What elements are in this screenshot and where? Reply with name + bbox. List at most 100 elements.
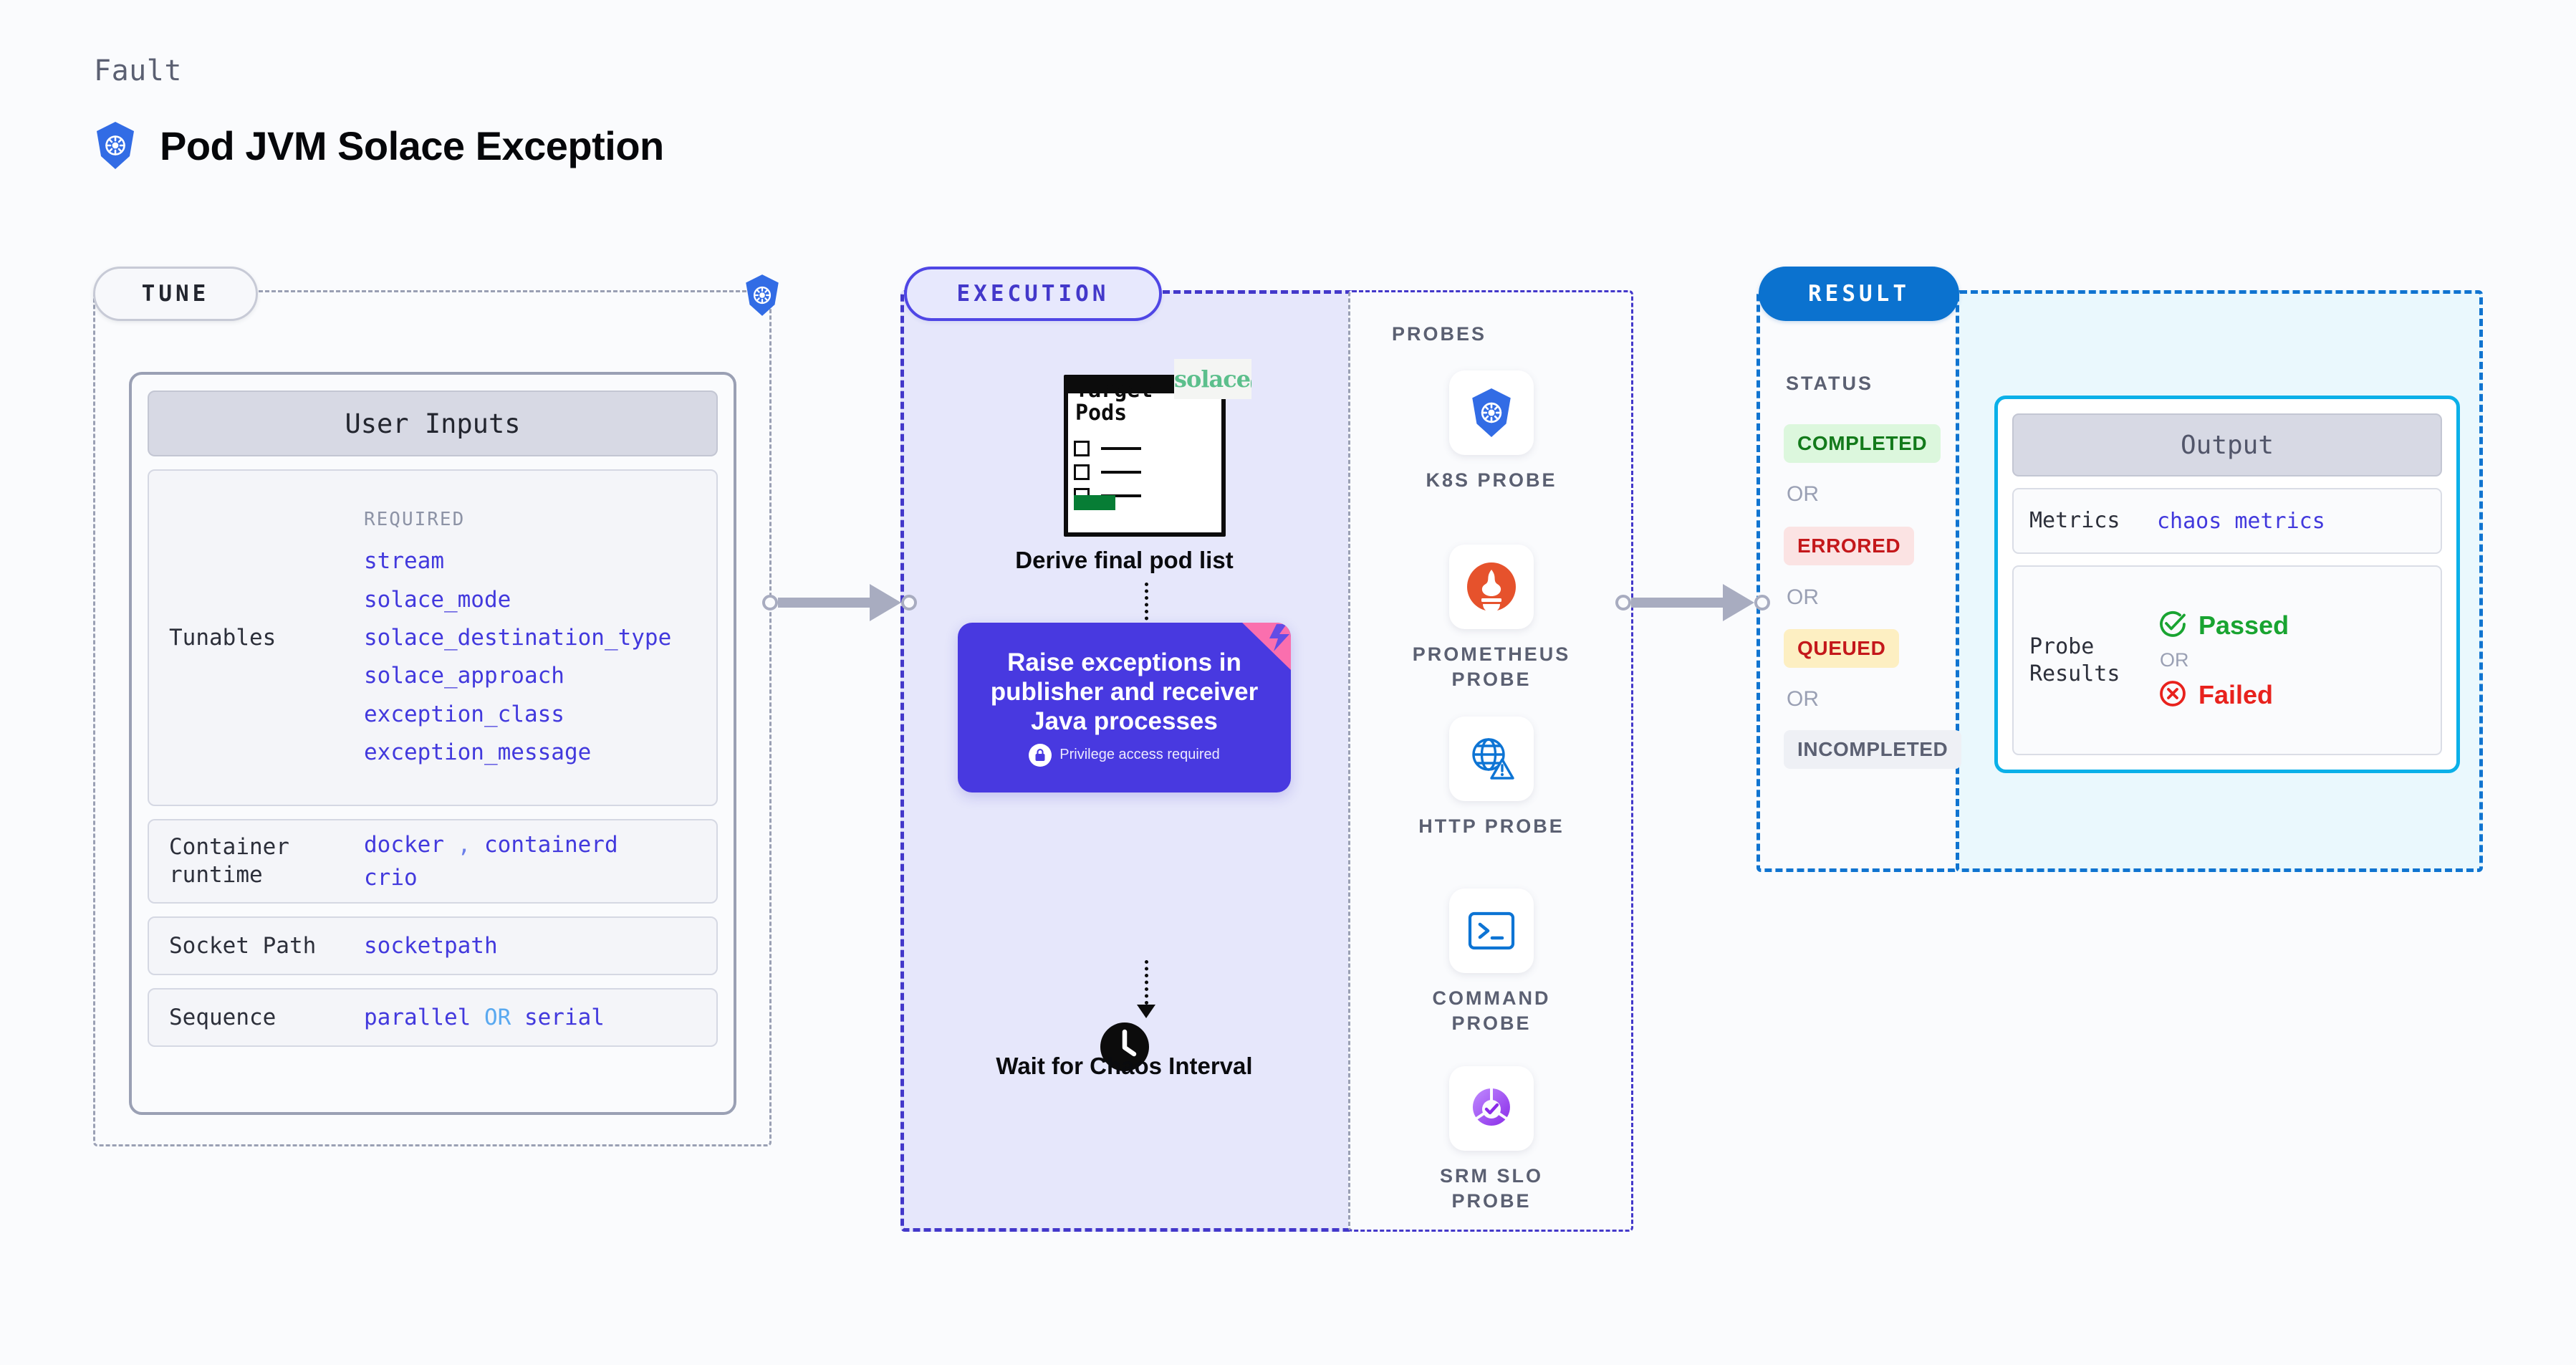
probe-label: K8S PROBE [1426,469,1557,491]
probe-http[interactable]: HTTP PROBE [1407,717,1576,839]
socket-path-row: Socket Path socketpath [148,916,718,975]
action-card[interactable]: Raise exceptions in publisher and receiv… [958,623,1291,792]
list-item [1074,464,1141,480]
runtime-value[interactable]: crio [364,865,418,891]
tunable-value[interactable]: exception_message [364,739,592,765]
connector-bar [778,598,871,608]
tune-region [93,290,772,1146]
sequence-row: Sequence parallel OR serial [148,988,718,1047]
runtime-value[interactable]: docker [364,831,444,858]
user-inputs-card: User Inputs Tunables REQUIRED stream sol… [129,372,736,1115]
connector-node-end [901,595,917,610]
privilege-note-text: Privilege access required [1059,747,1220,763]
result-section-label[interactable]: RESULT [1759,267,1959,321]
probe-results-label: Probe Results [2029,634,2120,686]
lock-icon [1029,743,1052,767]
execution-section-label[interactable]: EXECUTION [904,267,1162,321]
status-badge-errored: ERRORED [1784,527,1915,565]
tunable-value[interactable]: exception_class [364,701,564,727]
sequence-label: Sequence [169,1004,277,1030]
status-label: STATUS [1786,373,1873,394]
sequence-separator: OR [484,1004,511,1030]
socket-path-value[interactable]: socketpath [364,932,498,959]
probe-label: HTTP PROBE [1418,815,1565,837]
probe-results-values: Passed OR Failed [2157,608,2289,712]
connector-tune-to-execution [762,584,917,621]
connector-node-start [762,595,778,610]
terminal-icon [1449,889,1534,973]
status-or-3: OR [1787,687,1819,711]
failed-label: Failed [2198,680,2274,709]
probe-srm-slo[interactable]: SRM SLO PROBE [1407,1066,1576,1213]
probe-results-or: OR [2160,649,2189,671]
kubernetes-icon [1449,370,1534,455]
probe-command[interactable]: COMMAND PROBE [1407,889,1576,1035]
user-inputs-card-title: User Inputs [148,391,718,456]
probe-label: PROMETHEUS PROBE [1412,643,1571,690]
target-pods-highlight [1074,495,1115,510]
page-header: Pod JVM Solace Exception [92,120,664,171]
chaos-ribbon-icon [1242,623,1291,671]
tunable-value[interactable]: solace_mode [364,586,511,613]
connector-bar [1631,598,1724,608]
probe-label: COMMAND PROBE [1432,987,1551,1034]
tunables-values: REQUIRED stream solace_mode solace_desti… [364,504,716,772]
probes-label: PROBES [1392,323,1487,345]
status-badge-completed: COMPLETED [1784,424,1941,463]
sequence-value[interactable]: parallel [364,1004,471,1030]
solace-wordmark: solace [1174,365,1251,393]
check-circle-icon [2157,608,2188,643]
execution-flow: Target Pods solace Derive final pod list [900,290,1348,1232]
tunables-row: Tunables REQUIRED stream solace_mode sol… [148,469,718,806]
connector-arrowhead [1723,584,1754,621]
output-card-title: Output [2012,413,2442,476]
sequence-value[interactable]: serial [524,1004,605,1030]
runtime-value[interactable]: containerd [484,831,618,858]
wait-chaos-interval-caption: Wait for Chaos Interval [996,1053,1253,1079]
metrics-label: Metrics [2029,508,2120,534]
metrics-value[interactable]: chaos metrics [2157,508,2325,534]
container-runtime-values: docker , containerd crio [364,828,716,895]
probe-result-passed: Passed [2157,608,2289,643]
connector-execution-to-result [1615,584,1770,621]
globe-warning-icon [1449,717,1534,801]
sequence-values: parallel OR serial [364,997,716,1039]
required-caption: REQUIRED [364,508,466,530]
metrics-row: Metrics chaos metrics [2012,488,2442,554]
target-pods-title: Target Pods [1075,378,1153,426]
probe-prometheus[interactable]: PROMETHEUS PROBE [1407,545,1576,691]
connector-node-start [1615,595,1631,610]
passed-label: Passed [2198,610,2289,640]
tunable-value[interactable]: solace_approach [364,663,564,689]
tunable-value[interactable]: stream [364,548,444,575]
connector-arrowhead [870,584,901,621]
privilege-note: Privilege access required [1029,743,1220,767]
solace-logo: solace [1174,359,1251,399]
page-kicker: Fault [94,54,182,87]
status-or-2: OR [1787,585,1819,609]
output-card: Output Metrics chaos metrics Probe Resul… [1994,396,2460,773]
probe-k8s[interactable]: K8S PROBE [1407,370,1576,493]
action-card-text: Raise exceptions in publisher and receiv… [990,648,1259,735]
tunable-value[interactable]: solace_destination_type [364,625,672,651]
kubernetes-badge-icon [742,273,782,320]
container-runtime-row: Container runtime docker , containerd cr… [148,819,718,904]
status-badge-queued: QUEUED [1784,629,1900,668]
x-circle-icon [2157,678,2188,712]
tunables-label: Tunables [169,624,277,651]
tune-section-label[interactable]: TUNE [93,267,258,321]
probe-result-failed: Failed [2157,678,2289,712]
result-status-region [1756,290,1959,872]
probe-results-row: Probe Results Passed OR [2012,565,2442,755]
clock-icon [1099,1021,1150,1073]
container-runtime-label: Container runtime [169,834,289,888]
runtime-separator: , [457,831,471,858]
connector-node-end [1754,595,1770,610]
kubernetes-icon [92,120,138,171]
derive-pod-list-caption: Derive final pod list [1015,547,1234,573]
srm-slo-icon [1449,1066,1534,1151]
prometheus-icon [1449,545,1534,629]
page-title: Pod JVM Solace Exception [160,123,664,168]
status-or-1: OR [1787,482,1819,506]
